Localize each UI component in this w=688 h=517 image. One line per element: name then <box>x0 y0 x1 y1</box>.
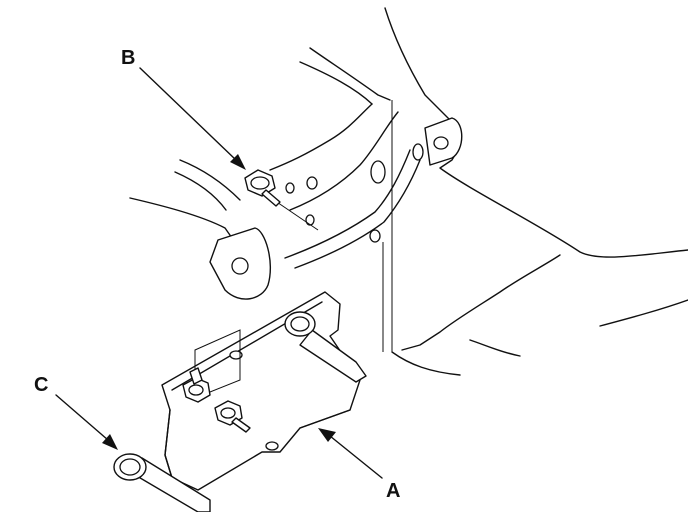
callout-label-a: A <box>386 480 401 502</box>
engine-block <box>129 7 688 376</box>
bracket-bolts <box>182 367 251 433</box>
leader-line-b <box>139 67 246 170</box>
through-bolt-c <box>113 453 211 513</box>
bolt-b <box>244 169 281 207</box>
through-bolt-upper <box>284 311 367 383</box>
leader-line-a <box>318 428 383 479</box>
callout-label-c: C <box>34 374 49 396</box>
leader-line-c <box>55 394 118 450</box>
callout-label-b: B <box>121 47 136 69</box>
